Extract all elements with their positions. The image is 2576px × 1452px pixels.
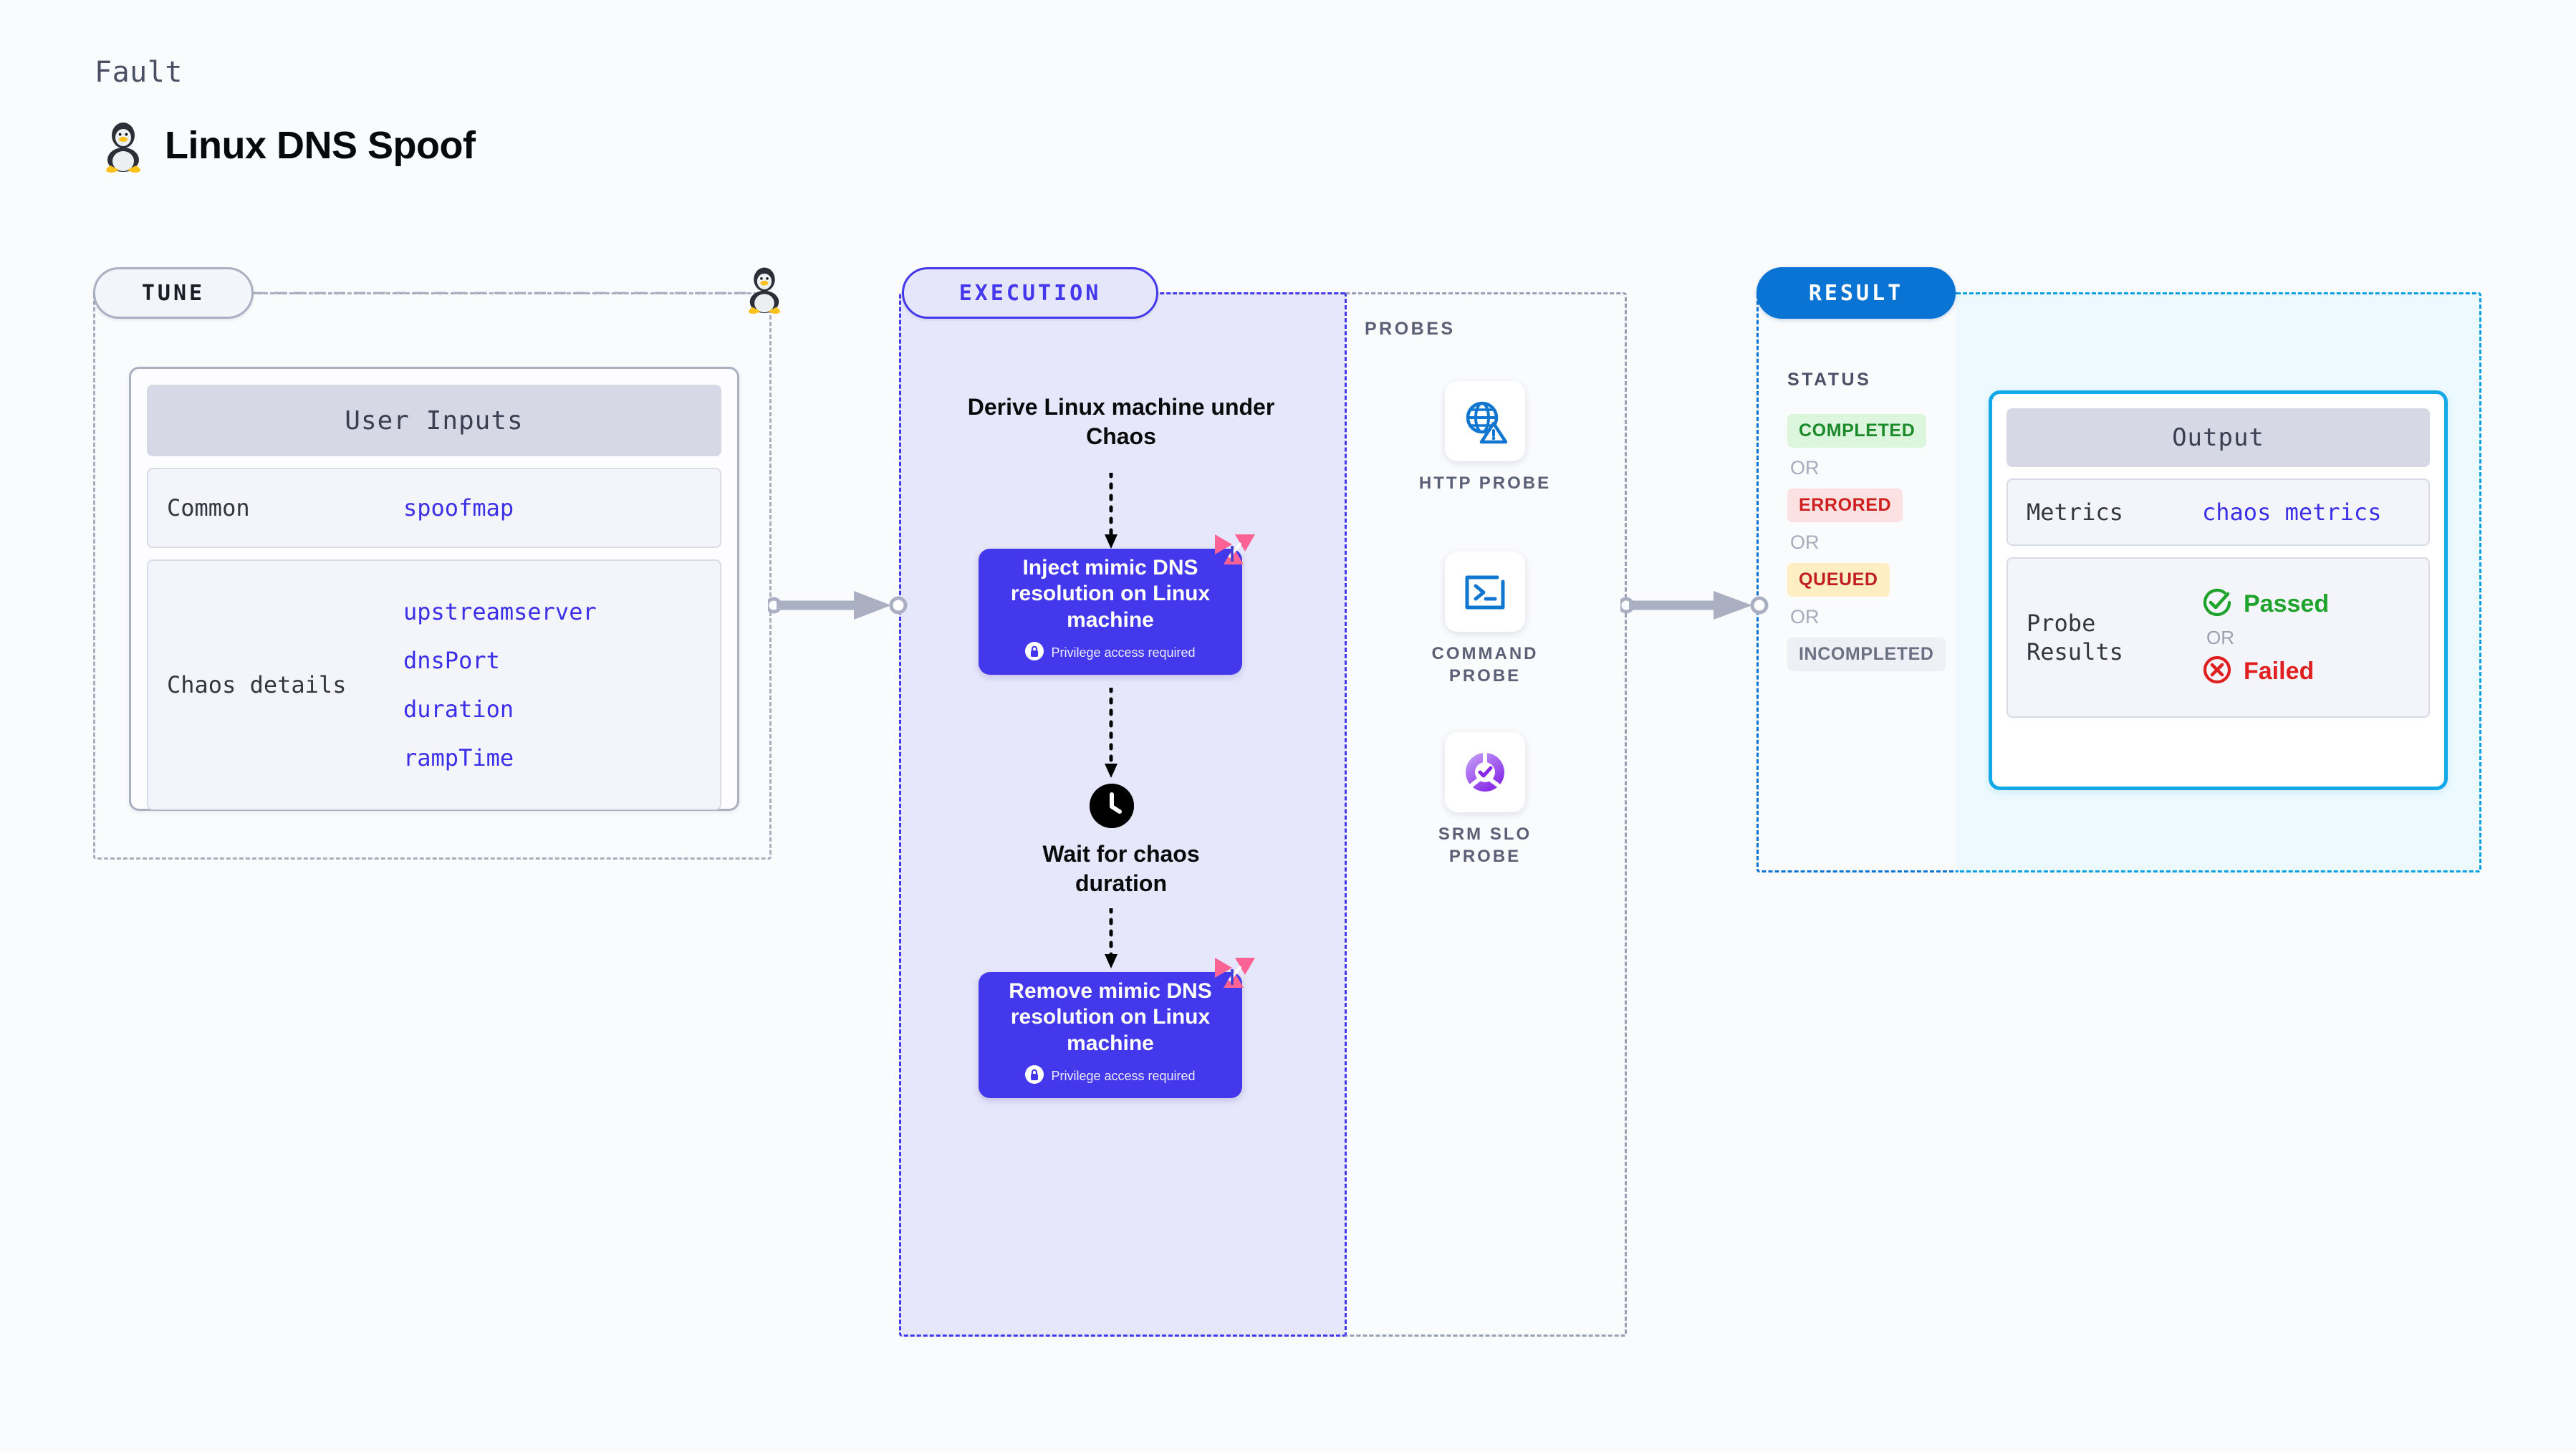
status-badge-incompleted: INCOMPLETED: [1787, 638, 1946, 671]
globe-warning-icon: [1445, 381, 1525, 461]
output-card: Output Metrics chaos metrics Probe Resul…: [1989, 390, 2448, 790]
probes-label: PROBES: [1365, 319, 1456, 339]
page-eyebrow: Fault: [95, 56, 183, 89]
slo-donut-check-icon: [1445, 732, 1525, 812]
execution-step-wait: Wait for chaos duration: [1042, 841, 1200, 896]
action-inject-privilege-note: Privilege access required: [1051, 645, 1196, 660]
output-probe-key: Probe Results: [2027, 610, 2123, 665]
x-circle-icon: [2202, 655, 2232, 688]
execution-pill[interactable]: EXECUTION: [902, 267, 1158, 319]
lock-icon: [1025, 1065, 1044, 1087]
litmus-logo-icon: [1213, 956, 1256, 1001]
arrow-inject-to-wait: [1105, 688, 1118, 778]
connector-tune-to-execution: [768, 591, 908, 620]
result-pill[interactable]: RESULT: [1756, 267, 1956, 319]
probe-srm-slo[interactable]: SRM SLO PROBE: [1413, 732, 1557, 867]
status-or-1: OR: [1790, 457, 1820, 479]
output-metrics-key: Metrics: [2027, 499, 2123, 526]
tux-penguin-icon: [100, 118, 146, 173]
tune-row-chaos-key: Chaos details: [167, 671, 347, 698]
user-inputs-card: User Inputs Common spoofmap Chaos detail…: [129, 367, 739, 811]
tux-penguin-corner-icon: [743, 264, 786, 317]
action-inject-privilege-row: Privilege access required: [1025, 642, 1196, 664]
terminal-icon: [1445, 552, 1525, 632]
tune-value-upstreamserver[interactable]: upstreamserver: [403, 598, 597, 625]
probe-command-label: COMMAND PROBE: [1431, 644, 1539, 686]
tune-row-common-key: Common: [167, 494, 250, 521]
tune-value-spoofmap[interactable]: spoofmap: [403, 494, 514, 521]
status-or-3: OR: [1790, 606, 1820, 628]
action-remove-privilege-note: Privilege access required: [1051, 1069, 1196, 1084]
action-remove-title: Remove mimic DNS resolution on Linux mac…: [1009, 979, 1212, 1055]
output-probe-values: Passed OR Failed: [2202, 587, 2329, 688]
probe-http-label: HTTP PROBE: [1418, 473, 1552, 493]
tune-value-duration[interactable]: duration: [403, 696, 514, 723]
output-row-metrics: Metrics chaos metrics: [2007, 479, 2430, 546]
tune-top-dashed-line: [254, 292, 748, 294]
lock-icon: [1025, 642, 1044, 664]
status-badge-queued: QUEUED: [1787, 563, 1890, 597]
tune-value-dnsport[interactable]: dnsPort: [403, 647, 500, 674]
status-label: STATUS: [1787, 370, 1872, 390]
user-inputs-header: User Inputs: [147, 385, 721, 456]
tune-region: [93, 292, 772, 860]
output-metrics-value[interactable]: chaos metrics: [2202, 499, 2382, 526]
status-or-2: OR: [1790, 532, 1820, 553]
status-badge-errored: ERRORED: [1787, 489, 1903, 522]
arrow-derive-to-inject: [1105, 473, 1118, 549]
tune-value-ramptime[interactable]: rampTime: [403, 744, 514, 771]
tune-row-common-values: spoofmap: [403, 494, 514, 521]
tune-row-chaos-details: Chaos details upstreamserver dnsPort dur…: [147, 559, 721, 810]
connector-probes-to-result: [1620, 591, 1769, 620]
probes-region: [1345, 292, 1627, 1337]
page-title-row: Linux DNS Spoof: [100, 118, 476, 173]
action-remove-dns-box[interactable]: Remove mimic DNS resolution on Linux mac…: [979, 958, 1255, 1098]
page-title: Linux DNS Spoof: [165, 124, 476, 167]
probe-http[interactable]: HTTP PROBE: [1413, 381, 1557, 495]
status-list: COMPLETED OR ERRORED OR QUEUED OR INCOMP…: [1787, 414, 1952, 671]
probe-result-or: OR: [2206, 626, 2234, 648]
tune-row-common: Common spoofmap: [147, 468, 721, 548]
check-circle-icon: [2202, 587, 2232, 621]
probe-result-passed-label: Passed: [2244, 590, 2330, 617]
tune-row-chaos-values: upstreamserver dnsPort duration rampTime: [403, 598, 597, 771]
tune-pill[interactable]: TUNE: [93, 267, 254, 319]
probe-result-failed: Failed: [2202, 655, 2329, 688]
probe-result-failed-label: Failed: [2244, 657, 2315, 685]
action-inject-dns-box[interactable]: Inject mimic DNS resolution on Linux mac…: [979, 534, 1255, 675]
action-inject-title: Inject mimic DNS resolution on Linux mac…: [1010, 555, 1211, 632]
probe-command[interactable]: COMMAND PROBE: [1413, 552, 1557, 687]
output-card-header: Output: [2007, 408, 2430, 467]
litmus-logo-icon: [1213, 533, 1256, 578]
execution-step-derive: Derive Linux machine under Chaos: [967, 394, 1275, 449]
status-badge-completed: COMPLETED: [1787, 414, 1927, 448]
arrow-wait-to-remove: [1105, 908, 1118, 968]
output-row-probe-results: Probe Results Passed OR: [2007, 557, 2430, 718]
probe-result-passed: Passed: [2202, 587, 2329, 621]
probe-srm-slo-label: SRM SLO PROBE: [1438, 824, 1532, 866]
clock-icon: [1090, 784, 1134, 828]
action-remove-privilege-row: Privilege access required: [1025, 1065, 1196, 1087]
